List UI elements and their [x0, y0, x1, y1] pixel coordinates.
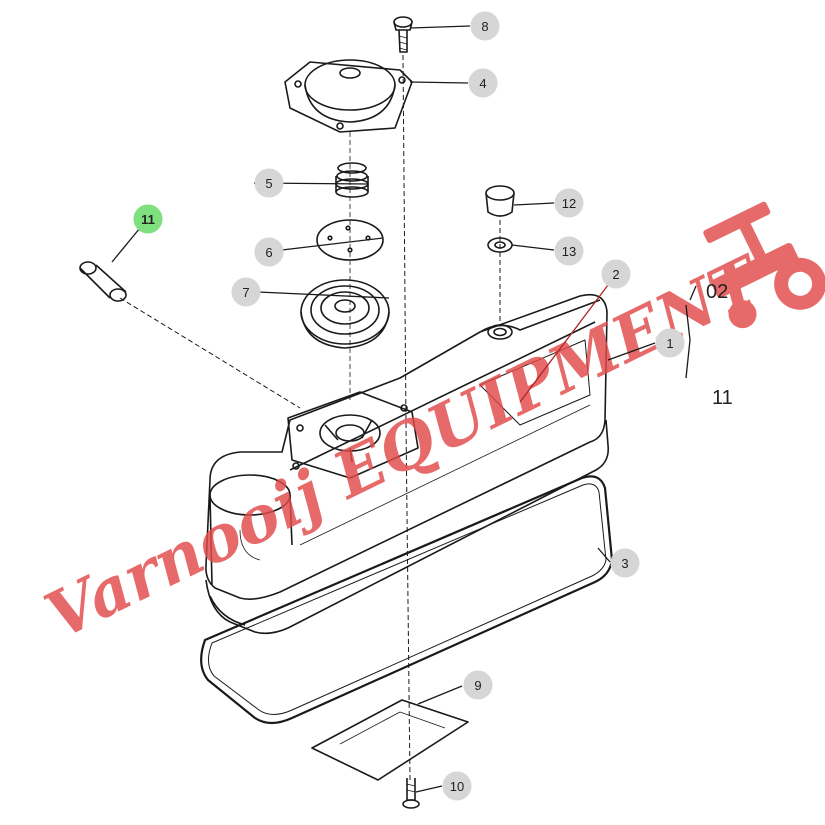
diaphragm: [300, 279, 390, 349]
leader-lines: [111, 25, 656, 793]
callout-2[interactable]: 2: [601, 259, 631, 289]
breather-cap: [284, 59, 413, 133]
callout-10[interactable]: 10: [442, 771, 472, 801]
callout-bubble: [610, 548, 640, 578]
callout-bubble: [468, 68, 498, 98]
callout-bubble: [254, 168, 284, 198]
callout-label: 12: [562, 196, 576, 211]
bolt-top: [393, 16, 413, 53]
callout-9[interactable]: 9: [463, 670, 493, 700]
tractor-icon: [703, 201, 825, 329]
callout-6[interactable]: 6: [254, 237, 284, 267]
bolt-bottom: [402, 778, 420, 809]
callout-bubble: [601, 259, 631, 289]
callout-bubble: [231, 277, 261, 307]
callout-label: 2: [612, 267, 619, 282]
callout-8[interactable]: 8: [470, 11, 500, 41]
callout-12[interactable]: 12: [554, 188, 584, 218]
watermark: Varnooij EQUIPMENT: [34, 201, 825, 654]
callout-bubble: [470, 11, 500, 41]
callout-label: 6: [265, 245, 272, 260]
callout-bubble: [554, 188, 584, 218]
callout-label: 1: [666, 336, 673, 351]
callout-4[interactable]: 4: [468, 68, 498, 98]
callout-11[interactable]: 11: [133, 204, 163, 234]
callouts: 1 2 3 4 5 6 7 8: [133, 11, 685, 801]
callout-label: 4: [479, 76, 486, 91]
assembly-axis: [402, 54, 411, 781]
baffle-plate: [311, 699, 469, 781]
callout-5[interactable]: 5: [254, 168, 284, 198]
spring: [335, 162, 369, 198]
pipe-axis: [119, 297, 301, 409]
callout-7[interactable]: 7: [231, 277, 261, 307]
callout-bubble: [554, 236, 584, 266]
callout-bubble: [133, 204, 163, 234]
oil-cap: [485, 185, 515, 217]
callout-1[interactable]: 1: [655, 328, 685, 358]
callout-label: 7: [242, 285, 249, 300]
callout-bubble: [463, 670, 493, 700]
callout-13[interactable]: 13: [554, 236, 584, 266]
callout-label: 3: [621, 556, 628, 571]
callout-label: 9: [474, 678, 481, 693]
callout-label: 10: [450, 779, 464, 794]
callout-3[interactable]: 3: [610, 548, 640, 578]
bracket-top-label: 02: [706, 281, 728, 303]
parts-drawing: [79, 16, 614, 809]
callout-label: 5: [265, 176, 272, 191]
callout-label: 8: [481, 19, 488, 34]
callout-label: 13: [562, 244, 576, 259]
callout-bubble: [254, 237, 284, 267]
bracket-bottom-label: 11: [712, 387, 733, 409]
cover-gasket: [200, 475, 614, 725]
callout-bubble: [442, 771, 472, 801]
callout-label: 11: [141, 212, 155, 227]
revision-bracket: 02 11: [685, 281, 733, 409]
valve-cover: [205, 293, 610, 635]
breather-pipe: [79, 261, 127, 302]
callout-bubble: [655, 328, 685, 358]
